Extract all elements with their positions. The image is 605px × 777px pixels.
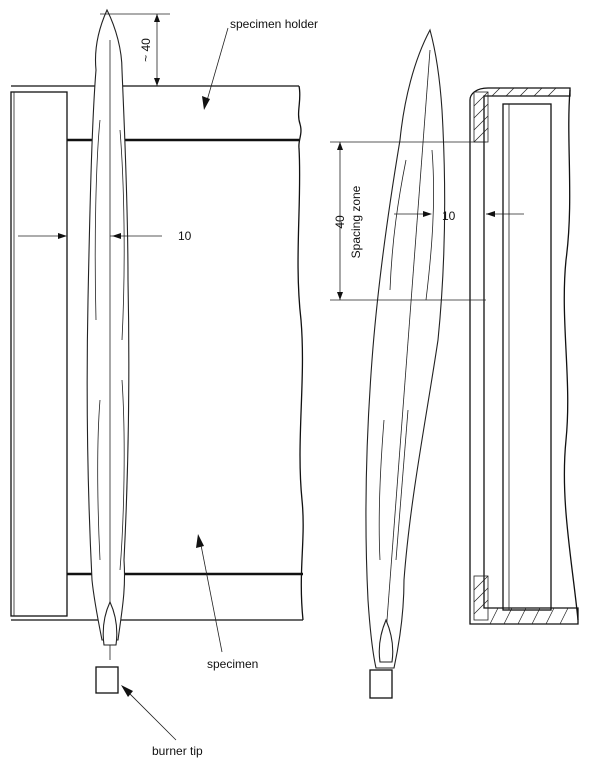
specimen-holder-section [469, 87, 579, 625]
spacing-zone-height-label: 40 [333, 215, 347, 229]
burner-tip-shape [95, 666, 119, 694]
flame-offset-left-label: 10 [178, 229, 192, 243]
top-gap-dimension: ~ 40 [100, 13, 170, 86]
burner-tip-leader: burner tip [121, 685, 203, 758]
right-side-view: 40 Spacing zone 10 [330, 28, 579, 699]
specimen-leader: specimen [196, 534, 258, 671]
flame-left [86, 8, 130, 660]
specimen-holder-leader: specimen holder [202, 17, 318, 110]
spacing-zone-label: Spacing zone [349, 185, 363, 258]
burner-tip-side-shape [369, 669, 393, 699]
spacing-zone-dimension: 40 Spacing zone [330, 141, 486, 301]
flame-right [365, 28, 446, 669]
flame-offset-right-label: 10 [442, 209, 456, 223]
left-front-view: ~ 40 10 specimen holder specimen burner … [10, 8, 318, 758]
top-gap-label: ~ 40 [139, 38, 153, 62]
flame-offset-left-dimension: 10 [18, 229, 192, 243]
specimen-holder-label: specimen holder [230, 17, 318, 31]
flame-offset-right-dimension: 10 [394, 209, 524, 223]
specimen-label: specimen [207, 657, 258, 671]
burner-tip-label: burner tip [152, 744, 203, 758]
specimen-holder-frame [10, 85, 304, 621]
